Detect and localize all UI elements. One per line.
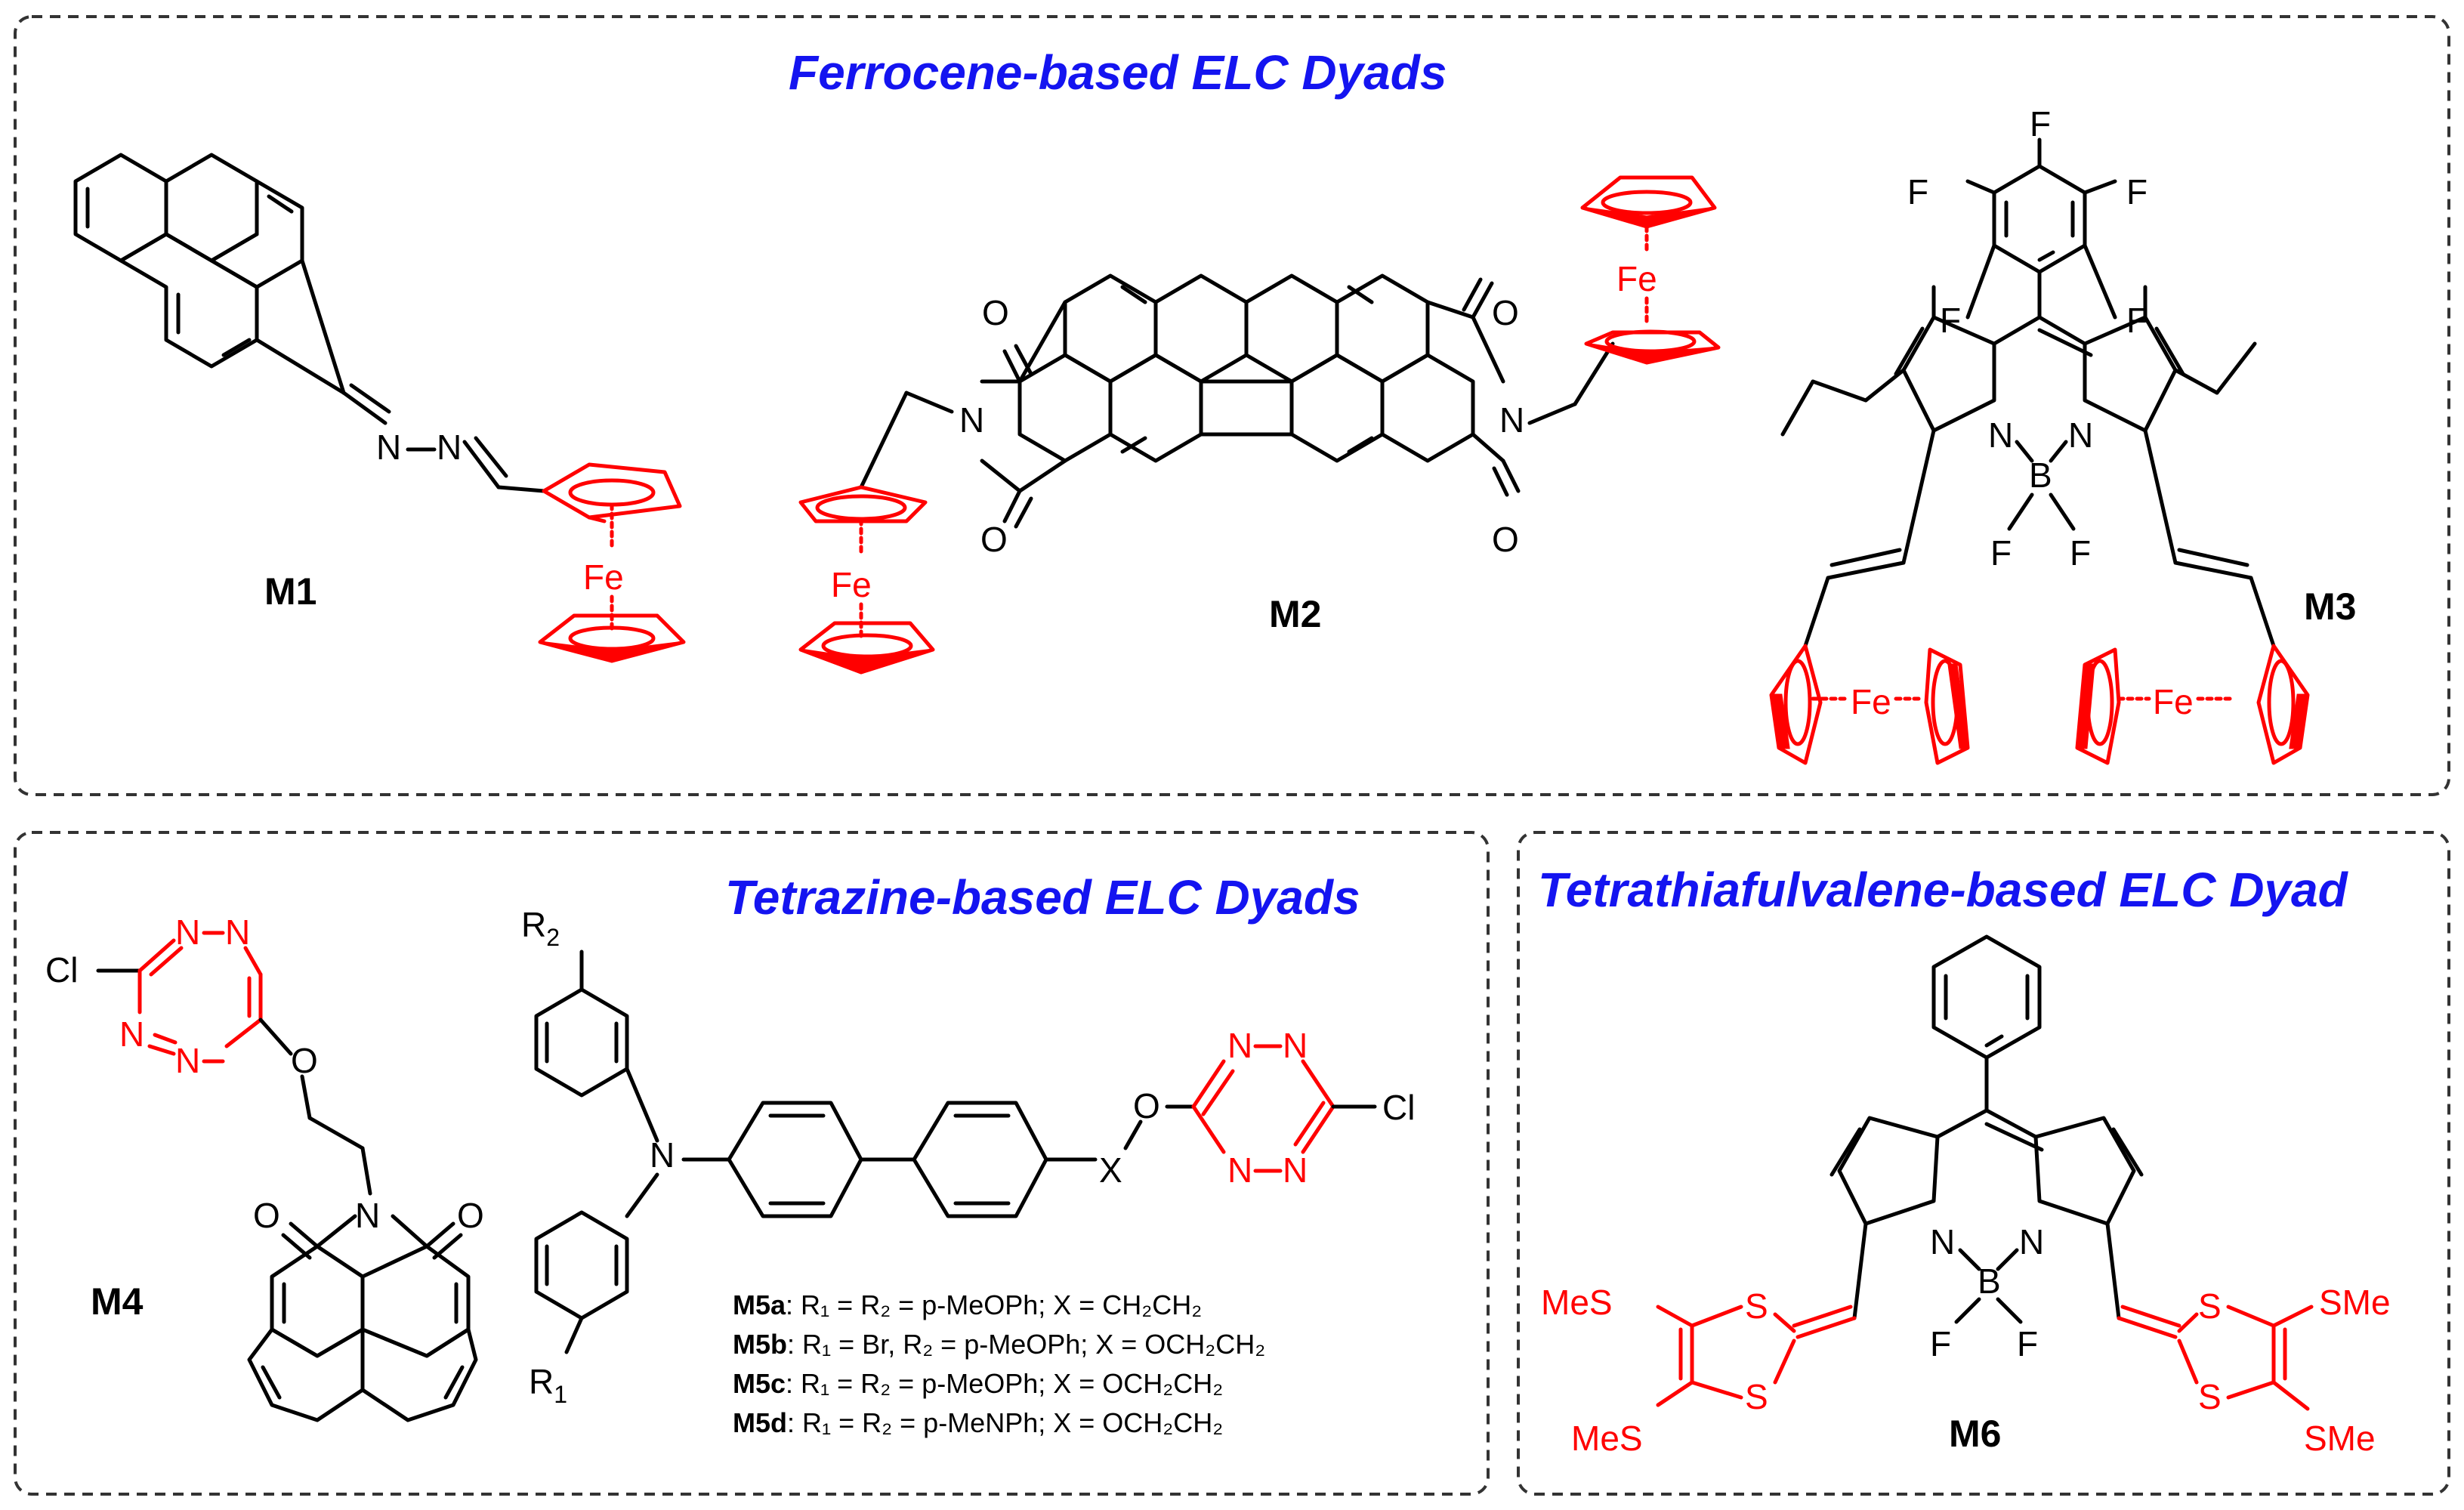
m4-tz-n1: N — [175, 912, 200, 952]
m4-tz-n2: N — [225, 912, 250, 952]
m4-structure: Cl N N N N O N O O — [45, 912, 484, 1422]
m5-tetrazine: N N N N — [1191, 1026, 1335, 1190]
m1-fe: Fe — [583, 557, 624, 597]
m4-cl: Cl — [45, 950, 78, 990]
m3-label: M3 — [2304, 585, 2356, 628]
m4-n: N — [355, 1196, 380, 1235]
m5-cl: Cl — [1382, 1088, 1415, 1127]
m3-f2: F — [1907, 172, 1928, 212]
m5-legend: M5a: R₁ = R₂ = p-MeOPh; X = CH₂CH₂ M5b: … — [733, 1289, 1265, 1438]
m1-structure: N N — [73, 153, 546, 493]
m6-s2: S — [1745, 1377, 1768, 1416]
m3-ferrocene-left: Fe — [1769, 644, 1970, 765]
m6-sme-2: SMe — [2304, 1419, 2376, 1458]
m4-tetrazine: N N N N — [119, 912, 263, 1080]
m6-mes-1: MeS — [1541, 1283, 1613, 1322]
m1-label: M1 — [264, 570, 316, 613]
m3-n2: N — [2068, 415, 2093, 455]
m2-fe1: Fe — [831, 565, 872, 604]
m3-structure: F F F F F N N B F F — [1780, 104, 2276, 648]
m6-sme-1: SMe — [2319, 1283, 2391, 1322]
m5-legend-row-3: M5c: R₁ = R₂ = p-MeOPh; X = OCH₂CH₂ — [733, 1368, 1223, 1399]
m5-legend-row-2: M5b: R₁ = Br, R₂ = p-MeOPh; X = OCH₂CH₂ — [733, 1329, 1265, 1360]
m5-tz-n1: N — [1227, 1026, 1252, 1065]
m5-x: X — [1099, 1150, 1122, 1190]
m5-legend-row-4: M5d: R₁ = R₂ = p-MeNPh; X = OCH₂CH₂ — [733, 1407, 1223, 1438]
m6-s1: S — [1745, 1286, 1768, 1326]
m2-o1: O — [982, 293, 1009, 332]
tetrazine-panel-box — [14, 831, 1490, 1496]
m6-f1: F — [1930, 1324, 1951, 1363]
m5-tz-n4: N — [1227, 1150, 1252, 1190]
m5-tz-n3: N — [1283, 1150, 1308, 1190]
ttf-panel-box — [1517, 831, 2450, 1496]
m6-ttf-left: S S MeS MeS — [1541, 1283, 1857, 1458]
m3-fe2: Fe — [2153, 682, 2194, 721]
m5-r1: R1 — [529, 1362, 567, 1408]
m1-n1: N — [376, 428, 401, 467]
m6-s4: S — [2198, 1377, 2222, 1416]
m5-legend-row-1: M5a: R₁ = R₂ = p-MeOPh; X = CH₂CH₂ — [733, 1289, 1202, 1320]
m6-label: M6 — [1949, 1413, 2001, 1455]
m4-o: O — [291, 1041, 318, 1080]
m3-f7: F — [2070, 533, 2091, 573]
m2-n1: N — [959, 400, 984, 440]
m2-o2: O — [980, 520, 1008, 559]
m5-structure: R2 N R1 X O N N — [521, 905, 1415, 1408]
m3-n1: N — [1988, 415, 2013, 455]
ferrocene-panel-box — [14, 15, 2450, 796]
m4-tz-n4: N — [119, 1014, 144, 1054]
m2-fe2: Fe — [1616, 259, 1657, 298]
m6-n1: N — [1930, 1222, 1955, 1261]
m3-f3: F — [2126, 172, 2148, 212]
m5-n: N — [650, 1135, 675, 1175]
m3-f1: F — [2030, 104, 2051, 144]
m3-fe1: Fe — [1851, 682, 1891, 721]
m4-o3: O — [457, 1196, 484, 1235]
m2-label: M2 — [1269, 593, 1321, 635]
m5-r2: R2 — [521, 905, 560, 951]
m6-ttf-right: S S SMe SMe — [2117, 1283, 2391, 1458]
m1-n2: N — [437, 428, 462, 467]
m5-o: O — [1133, 1086, 1160, 1126]
m4-tz-n3: N — [175, 1041, 200, 1080]
m2-ferrocene-right: Fe — [1580, 175, 1721, 365]
m4-o2: O — [253, 1196, 280, 1235]
m6-structure: N N B F F — [1829, 934, 2144, 1363]
m3-f6: F — [1990, 533, 2012, 573]
m2-o3: O — [1492, 293, 1519, 332]
m2-n2: N — [1499, 400, 1524, 440]
m2-o4: O — [1492, 520, 1519, 559]
m1-ferrocene: Fe — [538, 462, 686, 663]
tetrazine-panel-title: Tetrazine-based ELC Dyads — [725, 870, 1360, 925]
m5-tz-n2: N — [1283, 1026, 1308, 1065]
m6-n2: N — [2019, 1222, 2044, 1261]
m6-s3: S — [2198, 1286, 2222, 1326]
m6-f2: F — [2017, 1324, 2038, 1363]
ttf-panel-title: Tetrathiafulvalene-based ELC Dyad — [1538, 863, 2349, 917]
m3-ferrocene-right: Fe — [2075, 644, 2310, 765]
m2-structure: O O N O O N — [859, 273, 1615, 559]
m2-ferrocene-left: Fe — [798, 485, 935, 675]
ferrocene-panel-title: Ferrocene-based ELC Dyads — [789, 45, 1447, 100]
m6-mes-2: MeS — [1571, 1419, 1643, 1458]
m4-label: M4 — [91, 1280, 144, 1323]
